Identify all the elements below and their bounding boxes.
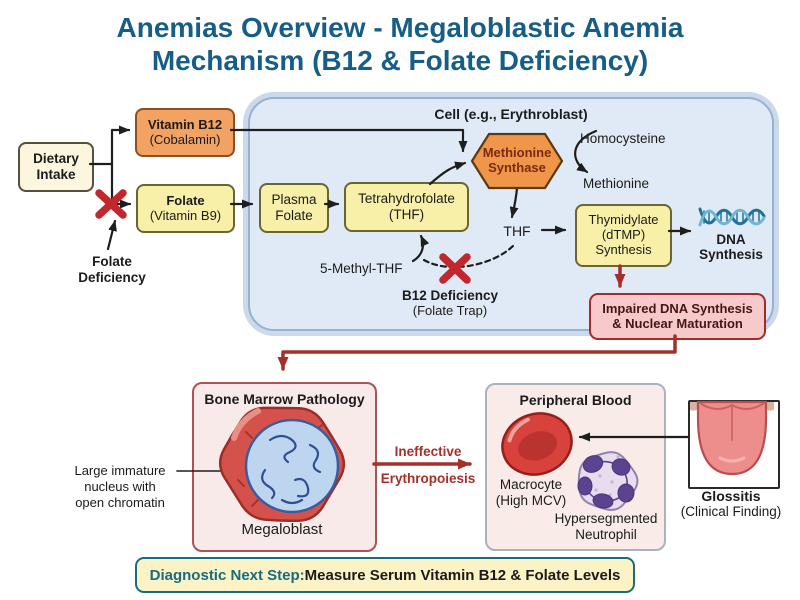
node-dietary-intake: Dietary Intake bbox=[18, 142, 94, 192]
diagnostic-next-step-banner: Diagnostic Next Step: Measure Serum Vita… bbox=[135, 557, 635, 593]
dietary-line2: Intake bbox=[36, 167, 76, 182]
cell-label: Cell (e.g., Erythroblast) bbox=[434, 106, 588, 122]
dna-synthesis-line1: DNA bbox=[716, 232, 746, 247]
dietary-line1: Dietary bbox=[33, 151, 79, 167]
connector-impaired-to-bone-marrow bbox=[277, 334, 677, 371]
methyl-thf-label: 5-Methyl-THF bbox=[320, 261, 403, 276]
annotation-line3: open chromatin bbox=[75, 495, 165, 510]
macrocyte-label-line1: Macrocyte bbox=[499, 477, 563, 492]
node-plasma-folate: Plasma Folate bbox=[259, 183, 329, 233]
met-synthase-line2: Synthase bbox=[488, 160, 546, 175]
glossitis-label: Glossitis bbox=[701, 488, 761, 504]
node-thymidylate-synthesis: Thymidylate (dTMP) Synthesis bbox=[575, 204, 672, 267]
folate-deficiency-line2: Deficiency bbox=[78, 270, 146, 285]
arrow-dietary-to-folate bbox=[110, 162, 132, 209]
page-title: Anemias Overview - Megaloblastic Anemia … bbox=[0, 12, 800, 78]
methionine-synthase-label: Methionine Synthase bbox=[470, 137, 564, 185]
annotation-line2: nucleus with bbox=[84, 479, 156, 494]
page-title-line2: Mechanism (B12 & Folate Deficiency) bbox=[151, 44, 649, 76]
b12-name: Vitamin B12 bbox=[147, 116, 223, 132]
thf-box-line2: (THF) bbox=[388, 207, 425, 222]
ineffective-label: Ineffective bbox=[394, 444, 462, 459]
annotation-line1: Large immature bbox=[74, 463, 166, 478]
erythropoiesis-label: Erythropoiesis bbox=[380, 471, 476, 486]
peripheral-blood-title: Peripheral Blood bbox=[519, 392, 632, 408]
clinical-finding-label: (Clinical Finding) bbox=[680, 504, 782, 519]
node-tetrahydrofolate: Tetrahydrofolate (THF) bbox=[344, 182, 469, 232]
thymidylate-line3: Synthesis bbox=[595, 241, 652, 257]
b12-sub: (Cobalamin) bbox=[149, 131, 221, 147]
thf-box-line1: Tetrahydrofolate bbox=[358, 191, 455, 207]
thymidylate-line2: (dTMP) bbox=[601, 227, 646, 243]
thymidylate-line1: Thymidylate bbox=[588, 212, 659, 228]
b12-deficiency-label: B12 Deficiency bbox=[401, 288, 499, 303]
dna-synthesis-line2: Synthesis bbox=[699, 247, 763, 262]
node-folate: Folate (Vitamin B9) bbox=[136, 184, 235, 233]
bone-marrow-title: Bone Marrow Pathology bbox=[204, 391, 365, 407]
glossitis-image-frame bbox=[688, 400, 780, 489]
neutrophil-label-line2: Neutrophil bbox=[575, 527, 637, 542]
folate-sub: (Vitamin B9) bbox=[149, 207, 222, 223]
folate-deficiency-line1: Folate bbox=[92, 254, 132, 269]
folate-name: Folate bbox=[166, 192, 205, 208]
folate-trap-label: (Folate Trap) bbox=[412, 303, 488, 318]
arrow-folate-deficiency-to-x bbox=[106, 219, 117, 251]
homocysteine-label: Homocysteine bbox=[580, 131, 666, 146]
arrow-dietary-to-b12 bbox=[88, 125, 131, 166]
neutrophil-label-line1: Hypersegmented bbox=[554, 511, 658, 526]
macrocyte-label-line2: (High MCV) bbox=[495, 493, 567, 508]
plasma-line2: Folate bbox=[275, 208, 313, 223]
megaloblast-label: Megaloblast bbox=[241, 521, 323, 538]
red-x-folate-deficiency-icon bbox=[95, 189, 127, 219]
impaired-line2: & Nuclear Maturation bbox=[612, 315, 743, 331]
thf-label: THF bbox=[503, 223, 531, 239]
impaired-line1: Impaired DNA Synthesis bbox=[602, 300, 753, 316]
met-synthase-line1: Methionine bbox=[482, 145, 552, 161]
plasma-line1: Plasma bbox=[271, 192, 317, 208]
diagnostic-prefix: Diagnostic Next Step: bbox=[149, 566, 305, 584]
methionine-label: Methionine bbox=[583, 176, 650, 191]
node-impaired-dna-synthesis: Impaired DNA Synthesis & Nuclear Maturat… bbox=[589, 293, 766, 340]
page-title-line1: Anemias Overview - Megaloblastic Anemia bbox=[116, 12, 684, 43]
node-vitamin-b12: Vitamin B12 (Cobalamin) bbox=[135, 108, 235, 157]
diagnostic-text: Measure Serum Vitamin B12 & Folate Level… bbox=[304, 566, 621, 584]
